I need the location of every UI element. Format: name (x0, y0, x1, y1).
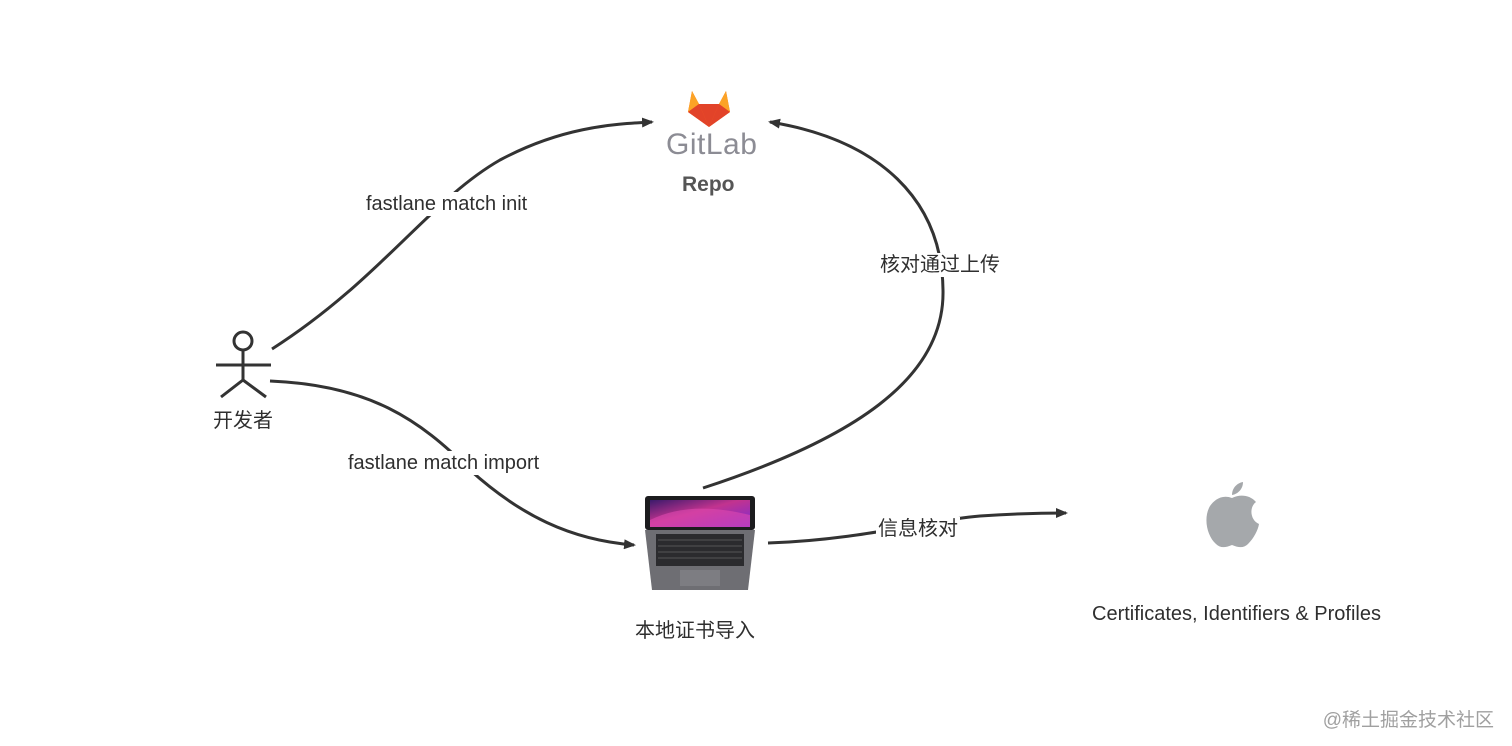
repo-label: Repo (682, 173, 735, 196)
edge-verify-arrow (767, 508, 1068, 545)
edge-import-label: fastlane match import (346, 451, 542, 475)
apple-portal-label: Certificates, Identifiers & Profiles (1092, 603, 1381, 625)
apple-logo-icon (1206, 482, 1259, 548)
edge-upload-label: 核对通过上传 (878, 253, 1002, 277)
macbook-laptop-icon (645, 496, 755, 590)
developer-label: 开发者 (213, 410, 273, 432)
local-import-label: 本地证书导入 (635, 620, 755, 642)
edge-init-arrow (271, 117, 654, 351)
developer-actor-icon (216, 330, 271, 399)
watermark: @稀土掘金技术社区 (1322, 710, 1494, 731)
gitlab-wordmark: GitLab (666, 128, 758, 161)
edge-verify-label: 信息核对 (876, 517, 960, 541)
edge-upload-arrow (702, 118, 945, 490)
gitlab-logo-icon (688, 91, 730, 127)
edge-init-label: fastlane match init (364, 192, 530, 216)
